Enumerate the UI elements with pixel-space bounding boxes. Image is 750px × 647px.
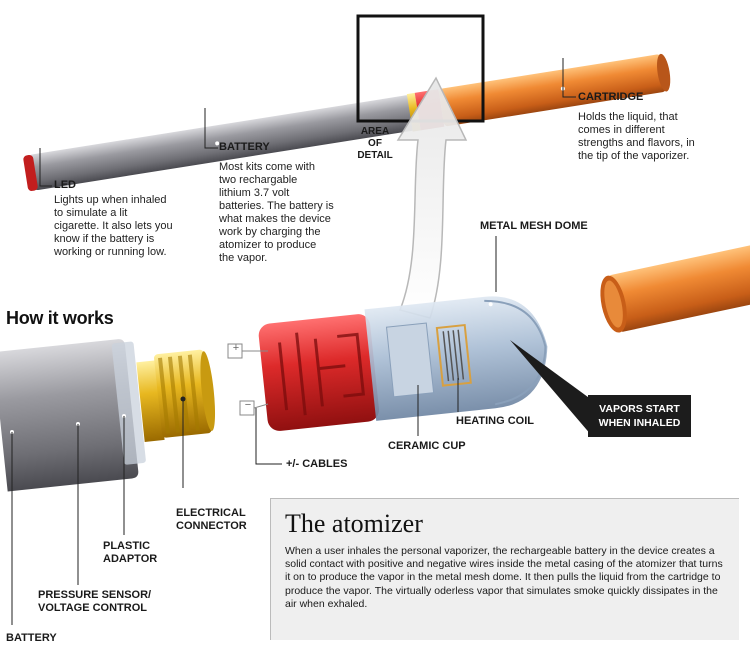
atomizer-title: The atomizer bbox=[285, 509, 423, 538]
battery-description: Most kits come with two rechargable lith… bbox=[219, 161, 334, 264]
plastic-adaptor-label: PLASTIC ADAPTOR bbox=[103, 540, 158, 565]
battery-top-label: BATTERY bbox=[219, 141, 270, 153]
top-cartridge bbox=[439, 54, 667, 127]
cartridge-description: Holds the liquid, that comes in differen… bbox=[578, 111, 695, 162]
lower-battery-assembly bbox=[0, 339, 216, 492]
cables-leader bbox=[255, 408, 282, 465]
metal-mesh-dome-label: METAL MESH DOME bbox=[480, 220, 588, 232]
led-leader bbox=[39, 148, 52, 187]
how-it-works-heading: How it works bbox=[6, 308, 114, 328]
atomizer-description: When a user inhales the personal vaporiz… bbox=[285, 545, 723, 610]
electrical-connector-label: ELECTRICAL CONNECTOR bbox=[176, 507, 247, 532]
pressure-sensor-label: PRESSURE SENSOR/ VOLTAGE CONTROL bbox=[38, 589, 152, 614]
cartridge-label: CARTRIDGE bbox=[578, 91, 644, 103]
atomizer-info-panel: The atomizer When a user inhales the per… bbox=[270, 498, 739, 640]
battery-leader bbox=[204, 108, 218, 149]
area-of-detail-label: AREA OF DETAIL bbox=[357, 126, 393, 161]
cables-label: +/- CABLES bbox=[286, 458, 348, 470]
ceramic-cup-label: CERAMIC CUP bbox=[388, 440, 466, 452]
led-tip bbox=[23, 154, 38, 191]
separate-cartridge bbox=[600, 245, 750, 333]
detail-arrow bbox=[396, 76, 468, 319]
top-battery-body bbox=[27, 95, 417, 191]
vapors-start-callout: VAPORS START WHEN INHALED bbox=[588, 395, 691, 437]
battery-bottom-label: BATTERY bbox=[6, 632, 57, 644]
vapors-wedge bbox=[510, 340, 592, 436]
top-ecig bbox=[23, 53, 671, 191]
cartridge-leader bbox=[562, 58, 576, 98]
led-description: Lights up when inhaled to simulate a lit… bbox=[54, 194, 173, 258]
led-label: LED bbox=[54, 179, 76, 191]
minus-terminal-symbol: − bbox=[244, 399, 252, 411]
plus-terminal-symbol: + bbox=[232, 342, 240, 354]
heating-coil-label: HEATING COIL bbox=[456, 415, 535, 427]
cable-terminals bbox=[227, 343, 269, 416]
atomizer-cutaway bbox=[258, 296, 548, 431]
